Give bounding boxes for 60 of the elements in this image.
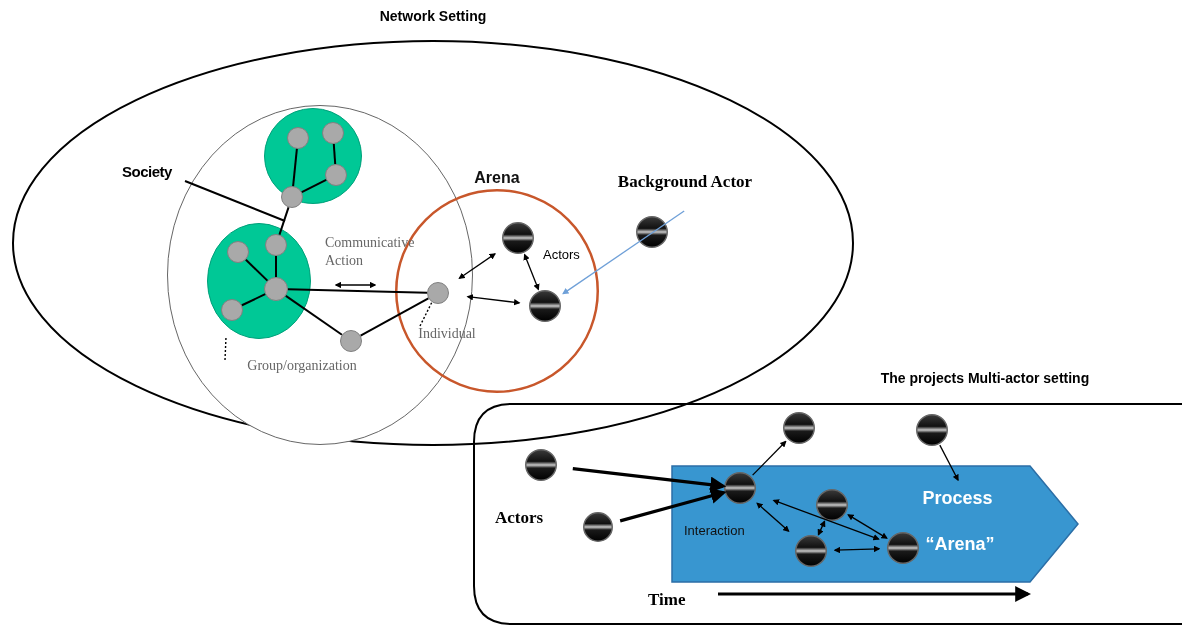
shape-label: Interaction <box>684 523 746 538</box>
arrow <box>466 294 521 306</box>
link-line <box>275 255 277 278</box>
link-line <box>332 142 337 166</box>
annotation-text: Actors <box>495 508 545 528</box>
actor-dot <box>724 472 756 504</box>
arrow <box>847 514 888 539</box>
member-dot <box>427 282 449 304</box>
leader-line <box>184 180 286 222</box>
arrow <box>562 210 685 295</box>
link-line <box>244 258 269 282</box>
shape-label: “Arena” <box>924 534 996 555</box>
leader-line <box>419 301 433 327</box>
arrow <box>939 444 959 482</box>
ellipse-heading: Network Setting <box>378 8 488 24</box>
link-line <box>278 206 290 236</box>
member-dot <box>325 164 347 186</box>
node-label: Group/organization <box>246 358 358 374</box>
frame-heading: The projects Multi-actor setting <box>879 370 1091 386</box>
shape-label: Process <box>921 488 994 509</box>
arrow <box>817 520 826 536</box>
actor-heading: Background Actor <box>616 172 754 192</box>
arrow <box>756 502 790 532</box>
link-line <box>300 178 328 194</box>
node-label: Society <box>122 163 173 180</box>
actor-dot <box>529 290 561 322</box>
actor-dot <box>916 414 948 446</box>
arrow <box>833 545 881 554</box>
node-label: Individual <box>417 326 477 342</box>
link-line <box>284 294 343 336</box>
annotation-text: Actors <box>543 247 581 262</box>
actor-dot <box>816 489 848 521</box>
member-dot <box>227 241 249 263</box>
actor-dot <box>525 449 557 481</box>
actor-dot <box>887 532 919 564</box>
member-dot <box>265 234 287 256</box>
leader-line <box>224 336 227 361</box>
member-dot <box>340 330 362 352</box>
circle-heading: Arena <box>473 169 521 187</box>
actor-dot <box>583 512 613 542</box>
member-dot <box>287 127 309 149</box>
group-ellipse <box>207 223 311 339</box>
arrow <box>458 253 496 279</box>
actor-dot <box>783 412 815 444</box>
member-dot <box>281 186 303 208</box>
member-dot <box>264 277 288 301</box>
actor-dot <box>795 535 827 567</box>
member-dot <box>322 122 344 144</box>
arrow <box>772 499 880 541</box>
axis-label: Time <box>648 590 687 610</box>
arrow <box>523 253 540 291</box>
link-line <box>287 288 428 294</box>
link-line <box>359 297 430 337</box>
link-line <box>240 293 267 307</box>
arrow <box>572 467 727 493</box>
process-arrow-shape <box>670 464 1080 584</box>
actor-dot <box>502 222 534 254</box>
link-line <box>292 147 298 188</box>
arrow <box>619 488 727 523</box>
member-dot <box>221 299 243 321</box>
